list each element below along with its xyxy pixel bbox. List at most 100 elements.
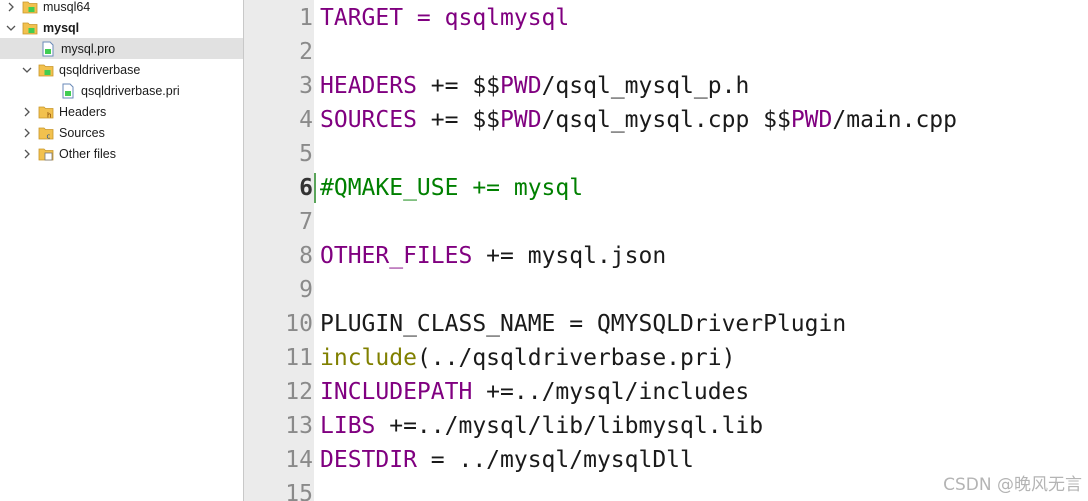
code-text: OTHER_FILES += mysql.json (320, 239, 666, 273)
line-number: 7 (299, 209, 313, 235)
code-token: #QMAKE_USE += mysql (320, 175, 584, 201)
code-token: include (320, 345, 417, 371)
line-number: 13 (285, 413, 313, 439)
project-tree: musql64 mysql mysql.pro qsqldriverbase (0, 0, 244, 501)
tree-item-headers[interactable]: h Headers (0, 101, 243, 122)
tree-item-musql64[interactable]: musql64 (0, 0, 243, 17)
code-token: +=../mysql/lib/libmysql.lib (375, 413, 764, 439)
code-line[interactable]: 12 INCLUDEPATH +=../mysql/includes (244, 375, 1088, 409)
code-line[interactable]: 8 OTHER_FILES += mysql.json (244, 239, 1088, 273)
chevron-right-icon[interactable] (6, 1, 16, 13)
chevron-down-icon[interactable] (6, 22, 16, 34)
code-text: TARGET = qsqlmysql (320, 1, 569, 35)
code-line[interactable]: 10 PLUGIN_CLASS_NAME = QMYSQLDriverPlugin (244, 307, 1088, 341)
qt-project-folder-icon (38, 62, 54, 78)
line-number: 14 (285, 447, 313, 473)
code-line[interactable]: 2 (244, 35, 1088, 69)
tree-item-mysql-pro[interactable]: mysql.pro (0, 38, 243, 59)
sources-folder-icon: c (38, 125, 54, 141)
code-token: += mysql.json (472, 243, 667, 269)
line-number: 15 (285, 481, 313, 501)
code-line[interactable]: 7 (244, 205, 1088, 239)
code-token: DESTDIR (320, 447, 417, 473)
code-token: HEADERS (320, 73, 417, 99)
tree-item-label: qsqldriverbase.pri (81, 83, 180, 98)
tree-item-label: qsqldriverbase (59, 62, 141, 77)
tree-item-label: musql64 (43, 0, 91, 14)
code-token: PLUGIN_CLASS_NAME = QMYSQLDriverPlugin (320, 311, 847, 337)
code-token: PWD (500, 107, 542, 133)
code-token: PWD (500, 73, 542, 99)
chevron-down-icon[interactable] (22, 64, 32, 76)
code-text: PLUGIN_CLASS_NAME = QMYSQLDriverPlugin (320, 307, 846, 341)
line-number-gutter (244, 0, 314, 501)
line-number: 6 (299, 175, 313, 201)
line-number: 8 (299, 243, 313, 269)
line-number: 11 (285, 345, 313, 371)
svg-text:c: c (47, 132, 51, 140)
code-token: LIBS (320, 413, 376, 439)
tree-item-label: Sources (59, 125, 105, 140)
line-number: 10 (285, 311, 313, 337)
code-text: HEADERS += $$PWD/qsql_mysql_p.h (320, 69, 749, 103)
code-line[interactable]: 15 (244, 477, 1088, 501)
code-token: TARGET = qsqlmysql (320, 5, 570, 31)
code-line[interactable]: 3 HEADERS += $$PWD/qsql_mysql_p.h (244, 69, 1088, 103)
line-number: 5 (299, 141, 313, 167)
pro-file-icon (40, 41, 56, 57)
tree-item-qsqldriverbase[interactable]: qsqldriverbase (0, 59, 243, 80)
line-number: 3 (299, 73, 313, 99)
code-text: LIBS +=../mysql/lib/libmysql.lib (320, 409, 763, 443)
code-text: DESTDIR = ../mysql/mysqlDll (320, 443, 694, 477)
code-token: /qsql_mysql.cpp $$ (541, 107, 791, 133)
code-token: += $$ (416, 73, 501, 99)
tree-item-label: Headers (59, 104, 107, 119)
chevron-right-icon[interactable] (22, 148, 32, 160)
line-number: 1 (299, 5, 313, 31)
headers-folder-icon: h (38, 104, 54, 120)
tree-item-sources[interactable]: c Sources (0, 122, 243, 143)
line-number: 12 (285, 379, 313, 405)
svg-text:h: h (47, 111, 51, 119)
line-number: 4 (299, 107, 313, 133)
code-line[interactable]: 9 (244, 273, 1088, 307)
code-line[interactable]: 13 LIBS +=../mysql/lib/libmysql.lib (244, 409, 1088, 443)
tree-item-other-files[interactable]: Other files (0, 143, 243, 164)
code-token: = ../mysql/mysqlDll (416, 447, 694, 473)
chevron-right-icon[interactable] (22, 127, 32, 139)
code-token: (../qsqldriverbase.pri) (416, 345, 736, 371)
qt-project-folder-icon (22, 0, 38, 15)
code-text: #QMAKE_USE += mysql (320, 171, 583, 205)
code-line[interactable]: 14 DESTDIR = ../mysql/mysqlDll (244, 443, 1088, 477)
line-number: 2 (299, 39, 313, 65)
chevron-right-icon[interactable] (22, 106, 32, 118)
code-text: include(../qsqldriverbase.pri) (320, 341, 735, 375)
code-token: +=../mysql/includes (472, 379, 750, 405)
tree-item-label: Other files (59, 146, 116, 161)
code-token: /qsql_mysql_p.h (541, 73, 750, 99)
current-line-marker (314, 173, 316, 203)
tree-item-mysql[interactable]: mysql (0, 17, 243, 38)
code-line[interactable]: 1 TARGET = qsqlmysql (244, 1, 1088, 35)
tree-item-label: mysql.pro (61, 41, 116, 56)
other-files-folder-icon (38, 146, 54, 162)
code-token: OTHER_FILES (320, 243, 473, 269)
code-text: INCLUDEPATH +=../mysql/includes (320, 375, 749, 409)
code-text: SOURCES += $$PWD/qsql_mysql.cpp $$PWD/ma… (320, 103, 957, 137)
tree-item-label: mysql (43, 20, 80, 35)
code-line[interactable]: 5 (244, 137, 1088, 171)
pri-file-icon (60, 83, 76, 99)
tree-item-qsqldriverbase-pri[interactable]: qsqldriverbase.pri (0, 80, 243, 101)
watermark: CSDN @晚风无言 (943, 475, 1082, 495)
code-token: /main.cpp (832, 107, 957, 133)
qt-project-folder-icon (22, 20, 38, 36)
code-line[interactable]: 6 #QMAKE_USE += mysql (244, 171, 1088, 205)
code-token: PWD (790, 107, 833, 133)
code-token: += $$ (416, 107, 501, 133)
code-line[interactable]: 11 include(../qsqldriverbase.pri) (244, 341, 1088, 375)
line-number: 9 (299, 277, 313, 303)
code-token: SOURCES (320, 107, 417, 133)
code-token: INCLUDEPATH (320, 379, 473, 405)
